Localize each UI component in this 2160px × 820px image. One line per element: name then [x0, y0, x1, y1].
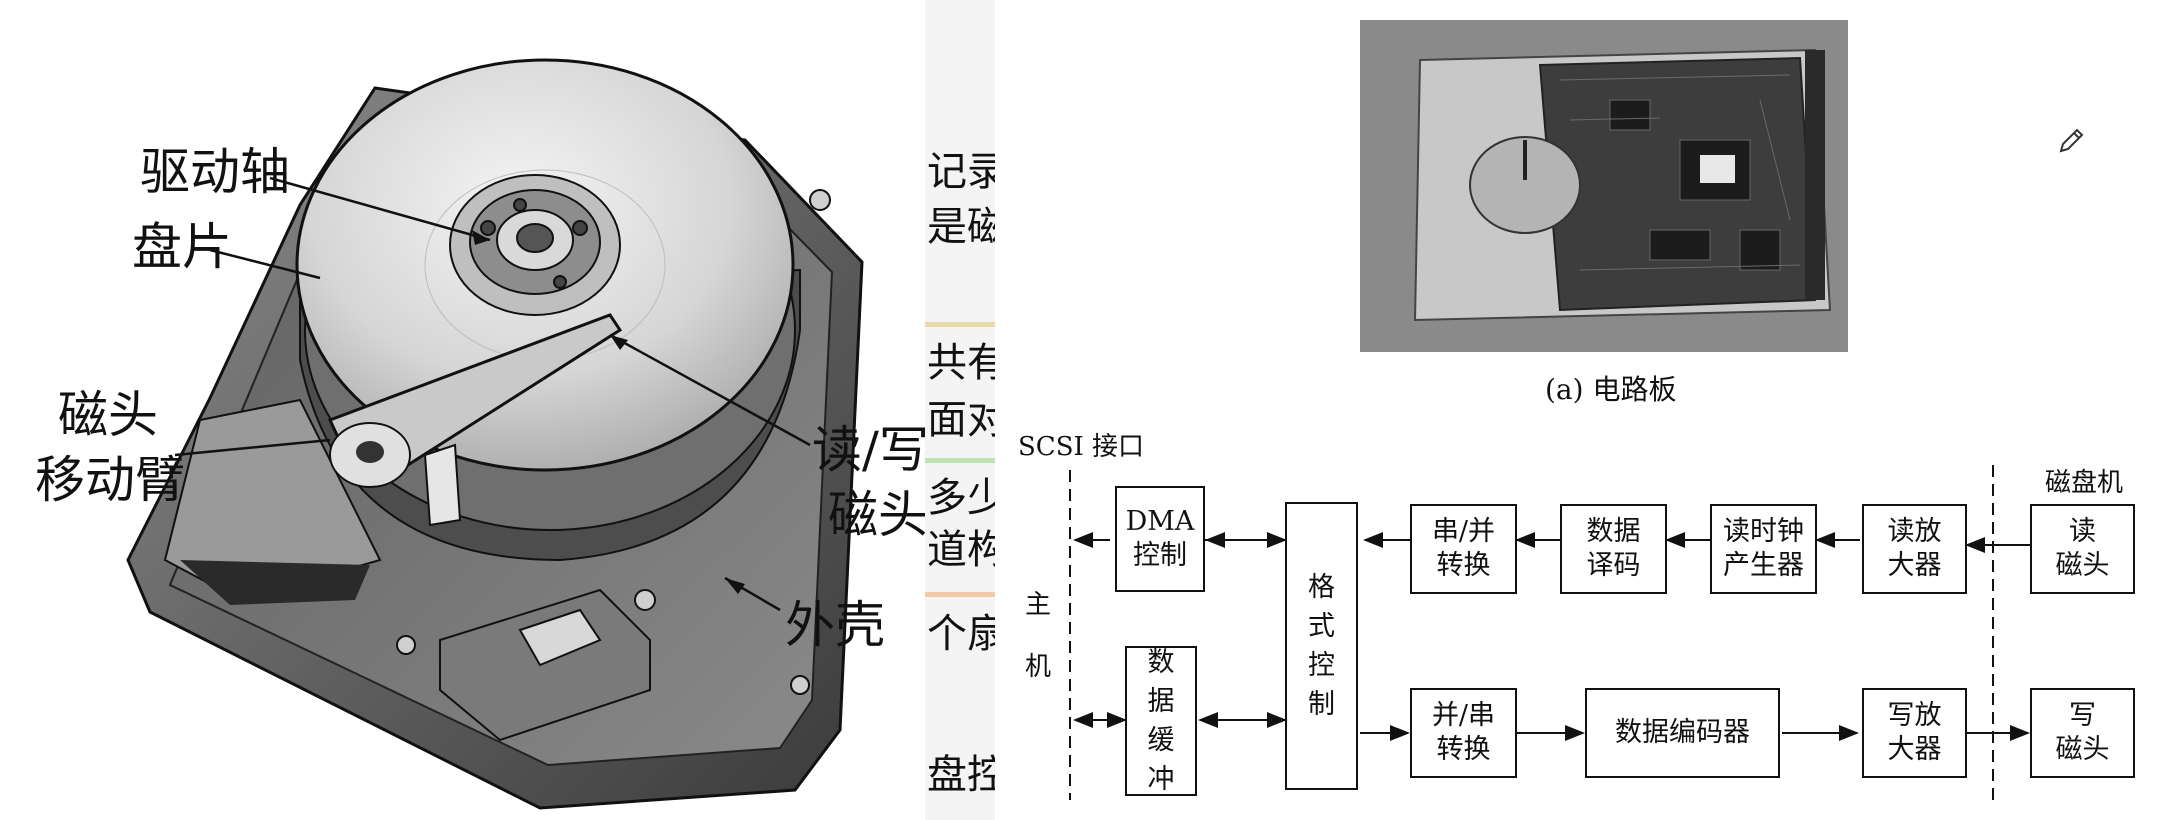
- strip-fragment: 道构: [927, 530, 995, 570]
- strip-divider: [925, 322, 995, 327]
- strip-fragment: 盘控: [927, 755, 995, 795]
- read-head-block: 读 磁头: [2030, 504, 2135, 594]
- label-arm-line2: 移动臂: [35, 455, 185, 505]
- label-spindle: 驱动轴: [140, 147, 290, 197]
- data-buffer-block: 数 据 缓 冲: [1125, 646, 1197, 796]
- label-rw-line1: 读/写: [812, 425, 929, 475]
- write-head-block: 写 磁头: [2030, 688, 2135, 778]
- strip-fragment: 个扇: [927, 614, 995, 654]
- strip-divider: [925, 592, 995, 597]
- disk-drive-label: 磁盘机: [2045, 462, 2123, 499]
- format-control-block: 格 式 控 制: [1285, 502, 1358, 790]
- disk-controller-block-diagram: SCSI 接口 主 机 磁盘机 DMA 控制 数 据 缓 冲 格 式 控 制 串…: [1000, 420, 2155, 810]
- data-encoder-block: 数据编码器: [1585, 688, 1780, 778]
- cropped-text-strip: 记录 是磁 共有 面对 多少 道构 个扇 盘控: [925, 0, 995, 820]
- read-amplifier-block: 读放 大器: [1862, 504, 1967, 594]
- data-decode-block: 数据 译码: [1560, 504, 1667, 594]
- strip-fragment: 共有: [927, 343, 995, 383]
- label-platter: 盘片: [132, 222, 232, 272]
- write-amplifier-block: 写放 大器: [1862, 688, 1967, 778]
- parallel-serial-block: 并/串 转换: [1410, 688, 1517, 778]
- strip-fragment: 是磁: [927, 207, 995, 247]
- strip-fragment: 记录: [927, 152, 995, 192]
- label-arm-line1: 磁头: [58, 390, 158, 440]
- label-rw-line2: 磁头: [828, 490, 928, 540]
- dma-control-block: DMA 控制: [1115, 486, 1205, 592]
- photo-caption: (a) 电路板: [1545, 368, 1676, 408]
- spindle-hub: [450, 175, 620, 315]
- strip-fragment: 面对: [927, 400, 995, 440]
- strip-fragment: 多少: [927, 478, 995, 518]
- read-clock-generator-block: 读时钟 产生器: [1710, 504, 1817, 594]
- host-label: 主 机: [1025, 590, 1051, 684]
- circuit-board-photo: [1360, 20, 1848, 352]
- label-case: 外壳: [785, 600, 885, 650]
- pencil-icon[interactable]: [2055, 125, 2087, 157]
- strip-divider: [925, 458, 995, 463]
- serial-parallel-block: 串/并 转换: [1410, 504, 1517, 594]
- scsi-interface-label: SCSI 接口: [1018, 426, 1144, 463]
